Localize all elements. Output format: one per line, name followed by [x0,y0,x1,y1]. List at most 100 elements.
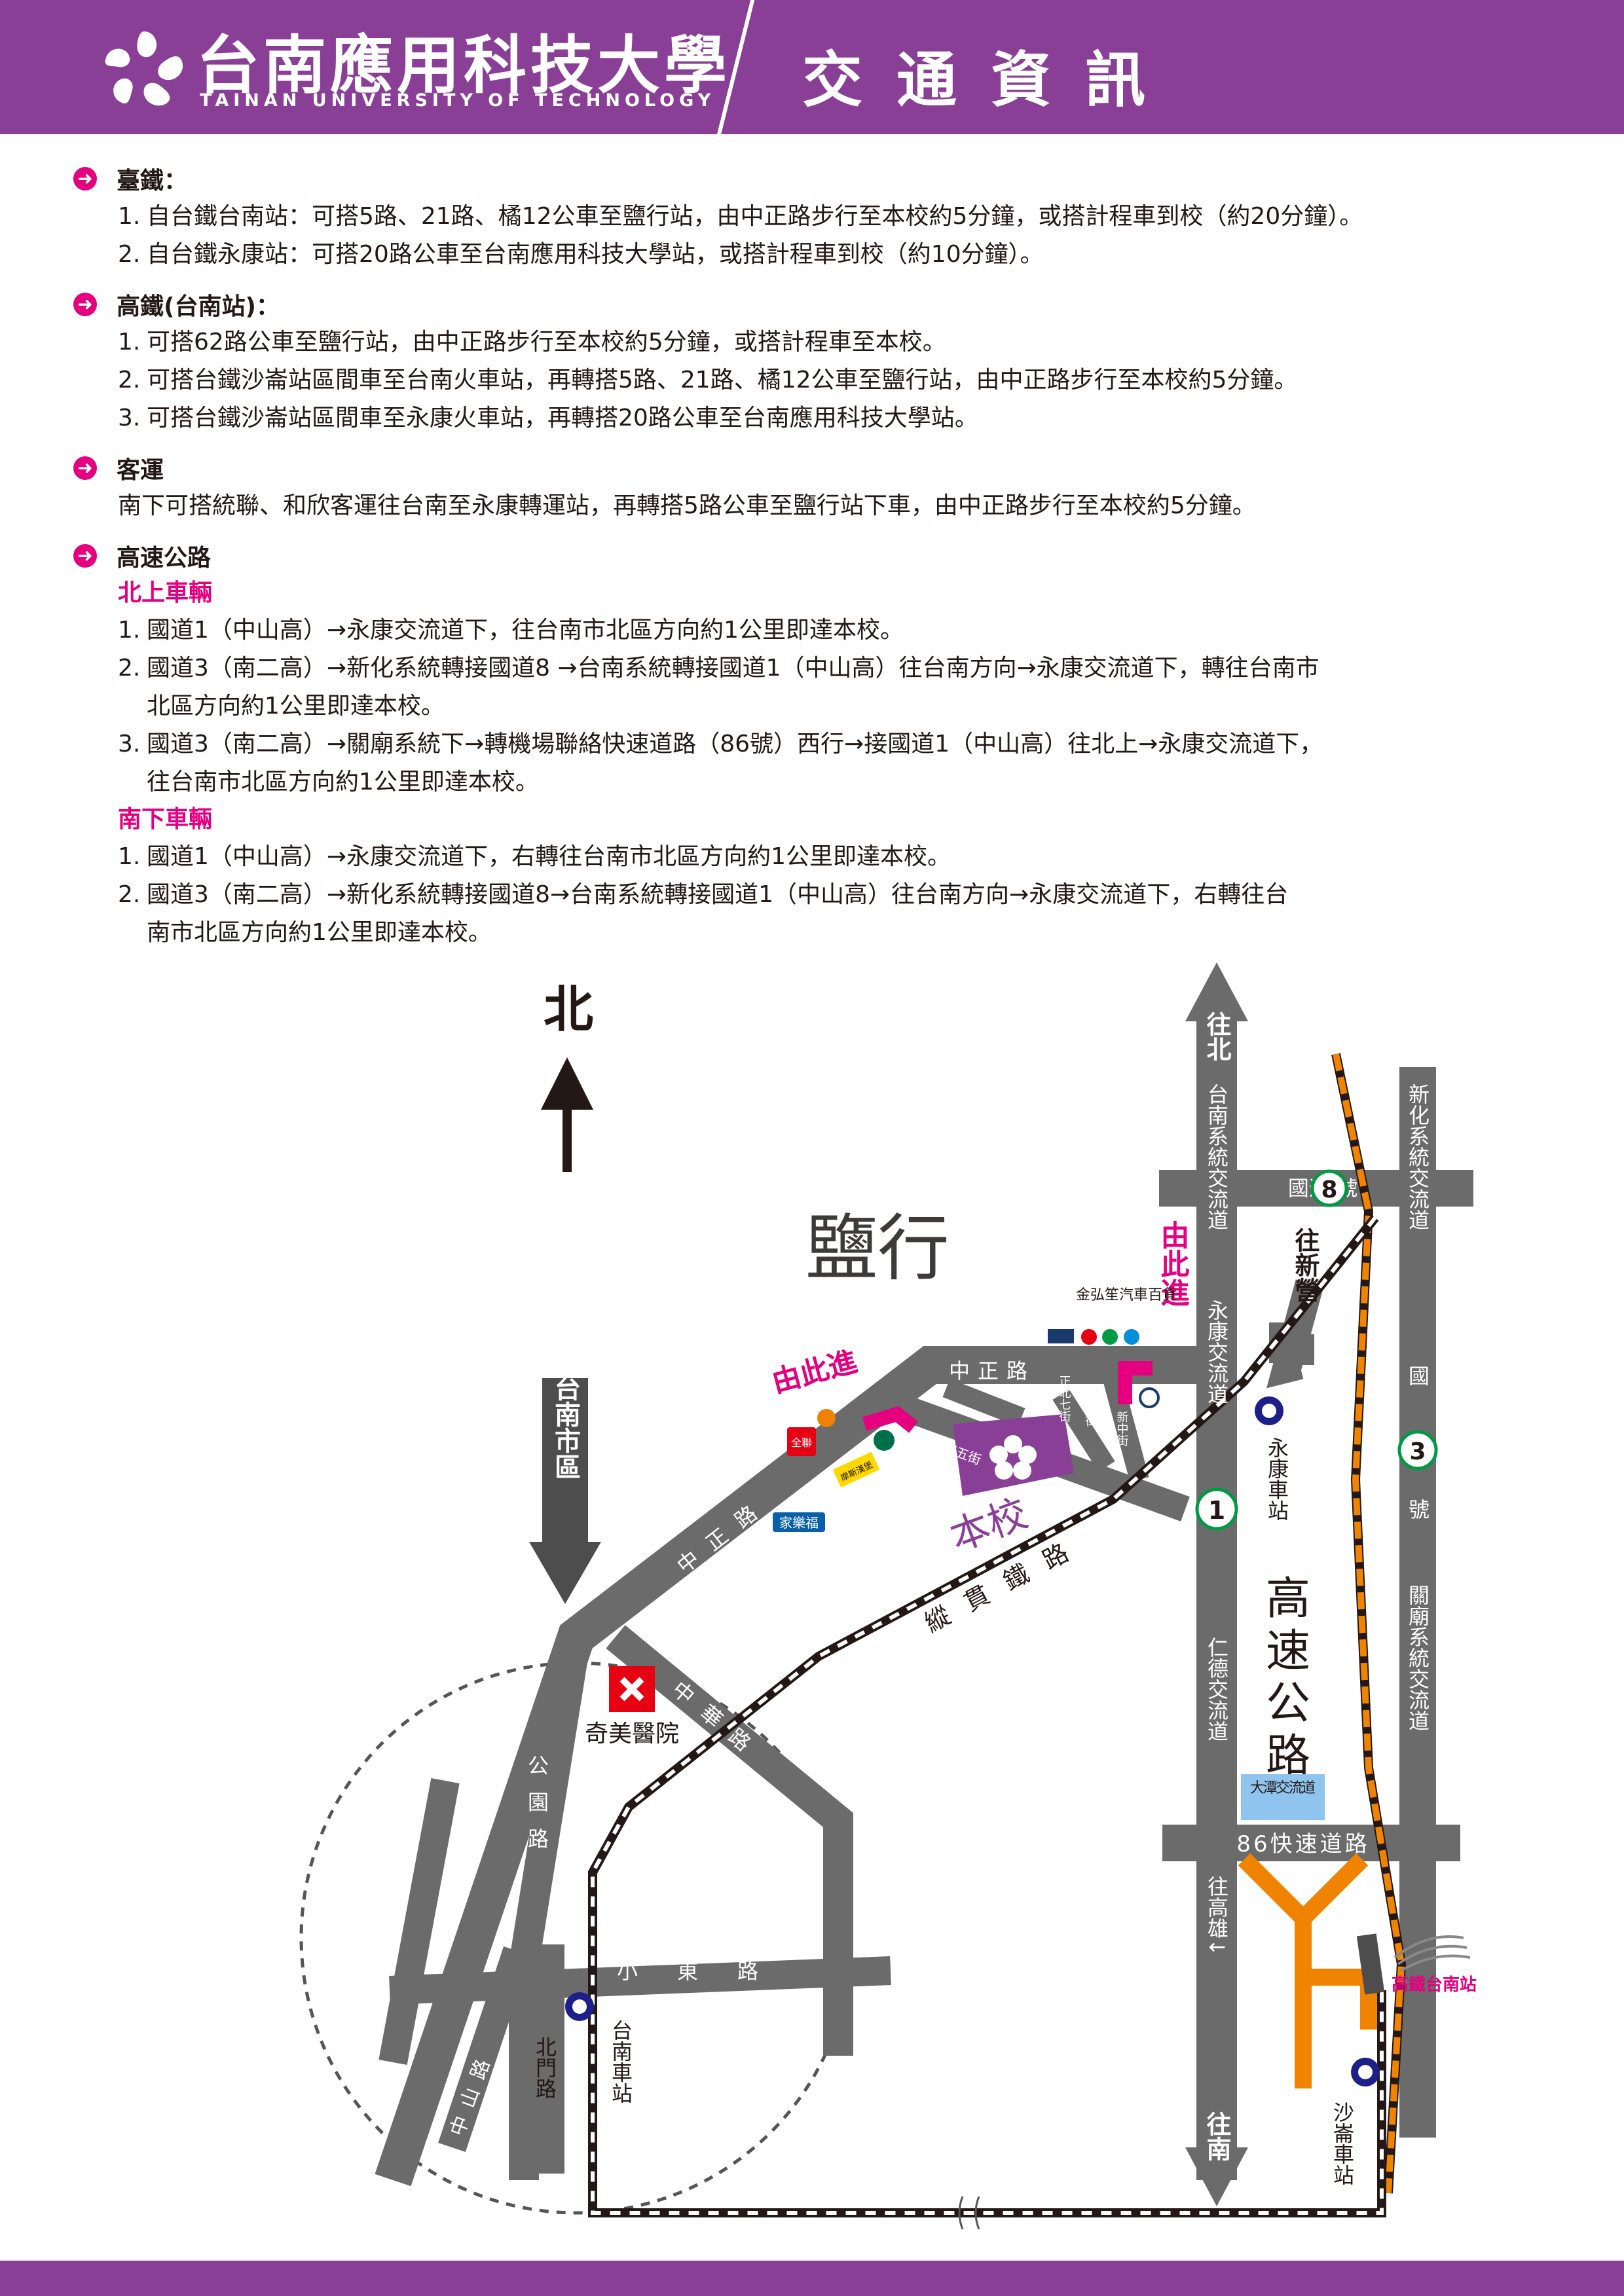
railway-main [588,1214,1386,2217]
arrow-circle-icon: ➜ [73,167,97,191]
campus-marker [953,1414,1074,1496]
section-heading: 高鐵(台南站)： [117,293,280,320]
rende-ic-label: 仁德交流道 [1204,1637,1229,1741]
section-heading: 高速公路 [117,545,212,572]
list-item: 2.國道3（南二高）→新化系統轉接國道8 →台南系統轉接國道1（中山高）往台南方… [118,655,1320,682]
road-zhongzheng [375,1346,1208,2187]
road-label-zhongshan: 中山路 [446,2047,498,2140]
road-label-beimen: 北門路 [532,2036,557,2099]
road-label-zhonghua: 中華路 [667,1677,767,1766]
train-station-icon [1351,2058,1380,2086]
to-xinying-label: 往新營 [1291,1228,1320,1302]
road-label-xinzhong: 新中街 [1115,1411,1129,1446]
subheading-north: 北上車輛 [118,579,213,606]
list-item: 2.可搭台鐵沙崙站區間車至台南火車站，再轉搭5路、21路、橘12公車至鹽行站，由… [118,367,1298,393]
list-item: 1.自台鐵台南站：可搭5路、21路、橘12公車至鹽行站，由中正路步行至本校約5分… [118,203,1363,230]
road-label-xin1: 新一街 [1084,1391,1098,1427]
enter-arrow-left-icon [862,1406,918,1433]
list-item: 3.國道3（南二高）→關廟系統下→轉機場聯絡快速道路（86號）西行→接國道1（中… [118,731,1323,757]
to-south-label: 往南 [1202,2111,1231,2161]
arrow-circle-icon: ➜ [73,293,97,316]
hsr-route [1238,1853,1377,2088]
section-highway: ➜ 高速公路 北上車輛 1.國道1（中山高）→永康交流道下，往台南市北區方向約1公… [73,537,1579,952]
list-item: 1.國道1（中山高）→永康交流道下，往台南市北區方向約1公里即達本校。 [118,617,904,644]
map: 北 鹽行 往台南市區 [299,962,1477,2230]
mos-icon [832,1451,880,1488]
enter-label-right: 由此進 [1156,1220,1190,1307]
header: 台南應用科技大學 TAINAN UNIVERSITY OF TECHNOLOGY… [0,0,1624,143]
station-label-tainan: 台南車站 [608,2020,633,2104]
starbucks-icon [874,1430,895,1451]
carrefour-icon [773,1512,825,1532]
university-name: 台南應用科技大學 [196,29,731,102]
list-item: 1.可搭62路公車至鹽行站，由中正路步行至本校約5分鐘，或搭計程車至本校。 [118,329,946,355]
svg-text:3: 3 [1409,1438,1426,1465]
station-label-yongkang: 永康車站 [1264,1437,1289,1521]
district-label: 鹽行 [805,1207,950,1290]
road-xiaodong [389,1956,891,2005]
arrow-circle-icon: ➜ [73,544,97,568]
train-station-icon [565,1992,594,2021]
datan-ic-label: 大潭交流道 [1250,1780,1316,1796]
yongkang-ic-label: 永康交流道 [1204,1300,1229,1404]
guanmiao-jct-label: 關廟系統交流道 [1405,1584,1430,1731]
page-title: 交通資訊 [802,45,1180,115]
roads [375,1021,1473,2187]
road-zhongshan [438,1946,531,2152]
road-label-zhongzheng: 中正路 [949,1358,1035,1383]
to-city-arrow [529,1378,601,1604]
hospital-label: 奇美醫院 [585,1721,679,1747]
to-north-label: 往北 [1202,1011,1231,1061]
road-zhonghua [606,1625,853,1938]
to-kaohsiung-label: 往高雄↓ [1204,1876,1229,1956]
university-logo-icon [105,31,183,106]
expressway86-label: 86快速道路 [1236,1831,1369,1857]
list-item: 3.可搭台鐵沙崙站區間車至永康火車站，再轉搭20路公車至台南應用科技大學站。 [118,405,978,431]
svg-text:家樂福: 家樂福 [779,1515,819,1531]
vw-icon [1139,1387,1160,1408]
break-mark-icon [958,2196,980,2230]
section-hsr: ➜ 高鐵(台南站)： 1.可搭62路公車至鹽行站，由中正路步行至本校約5分鐘，或搭… [73,285,1579,437]
to-city-label: 往台南市區 [550,1349,581,1480]
shop-icon [817,1409,836,1427]
section-bus: ➜ 客運 南下可搭統聯、和欣客運往台南至永康轉運站，再轉搭5路公車至鹽行站下車，由… [73,449,1579,525]
arrow-circle-icon: ➜ [73,456,97,480]
road-label-xiaodong: 小東路 [617,1959,798,1984]
section-heading: 臺鐵： [117,168,188,194]
list-item-cont: 北區方向約1公里即達本校。 [147,693,445,720]
section-tra: ➜ 臺鐵： 1.自台鐵台南站：可搭5路、21路、橘12公車至鹽行站，由中正路步行至… [73,160,1579,274]
university-name-en: TAINAN UNIVERSITY OF TECHNOLOGY [200,90,716,111]
datan-ic-box [1241,1774,1325,1820]
footer-bar [0,2261,1624,2296]
to-south-arrow-icon [1185,2147,1248,2206]
hsr-logo-icon [1393,1935,1471,1972]
shield-3-icon: 3 [1397,1430,1438,1470]
list-item-cont: 往台南市北區方向約1公里即達本校。 [147,769,539,795]
list-item: 2.國道3（南二高）→新化系統轉接國道8→台南系統轉接國道1（中山高）往台南方向… [118,881,1289,908]
hospital-icon [609,1666,655,1712]
train-station-icon [1255,1396,1283,1425]
svg-text:8: 8 [1321,1176,1337,1203]
section-heading: 客運 [117,457,164,484]
hsr-station-marker [1356,1933,1385,1995]
hsr-station-label: 高鐵台南站 [1392,1975,1477,1995]
station-label-shalun: 沙崙車站 [1330,2102,1355,2185]
xinhua-jct-label: 新化系統交流道 [1405,1084,1430,1230]
list-item-cont: 南市北區方向約1公里即達本校。 [147,919,492,946]
pxmart-icon [787,1427,816,1456]
shield-1-icon: 1 [1195,1487,1238,1531]
store-logos: 家樂福 全聯 摩斯漢堡 [773,1329,1160,1532]
road-label-railway: 縱貫鐵路 [920,1529,1091,1638]
list-item: 1.國道1（中山高）→永康交流道下，右轉往台南市北區方向約1公里即達本校。 [118,843,951,870]
north-arrow-icon [541,1057,593,1172]
shield-8-icon: 8 [1310,1169,1348,1207]
north-label: 北 [544,980,593,1038]
gold-shop-label: 金弘笙汽車百貨 [1076,1287,1177,1303]
svg-text:1: 1 [1208,1496,1225,1525]
svg-text:全聯: 全聯 [791,1436,812,1449]
transport-info: ➜ 臺鐵： 1.自台鐵台南站：可搭5路、21路、橘12公車至鹽行站，由中正路步行至… [73,160,1579,964]
list-item: 南下可搭統聯、和欣客運往台南至永康轉運站，再轉搭5路公車至鹽行站下車，由中正路步… [118,492,1256,519]
road-label-gongyuan: 公園路 [525,1755,549,1865]
road-label-zhengbei: 正北七街 [1058,1375,1071,1422]
subheading-south: 南下車輛 [118,806,213,833]
